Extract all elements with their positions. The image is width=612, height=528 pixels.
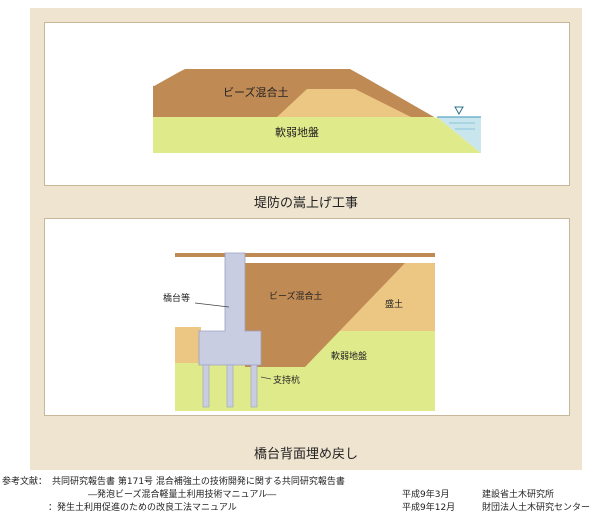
- references: 参考文献： 共同研究報告書 第171号 混合補強土の技術開発に関する共同研究報告…: [2, 476, 608, 515]
- label-abutment: 橋台等: [163, 292, 190, 304]
- caption-embankment: 堤防の嵩上げ工事: [253, 196, 358, 211]
- water-body: [437, 117, 481, 153]
- soft-ground-layer: [153, 117, 481, 153]
- caption-abutment: 橋台背面埋め戻し: [253, 447, 358, 462]
- left-fill: [175, 327, 201, 363]
- ref1-subtitle: ―発泡ビーズ混合軽量土利用技術マニュアル―: [88, 490, 277, 500]
- label-beads-soil: ビーズ混合土: [269, 290, 323, 302]
- support-pile: [250, 364, 258, 408]
- beads-soil-layer: [245, 263, 405, 367]
- label-soft-ground: 軟弱地盤: [331, 350, 367, 362]
- ref2-org: 財団法人土木研究センター: [482, 503, 591, 513]
- abutment-structure: [198, 252, 262, 366]
- label-soft-ground: 軟弱地盤: [275, 125, 319, 139]
- diagram-abutment: 橋台等 ビーズ混合土 盛土 軟弱地盤 支持杭: [163, 252, 435, 411]
- leader-abutment: [194, 302, 230, 308]
- diagram-embankment-frame: ビーズ混合土 軟弱地盤: [44, 22, 570, 186]
- ref1-org: 建設省土木研究所: [482, 490, 555, 500]
- ref1-date: 平成9年3月: [402, 490, 450, 500]
- support-pile: [226, 364, 234, 408]
- label-fill-soil: 盛土: [385, 298, 403, 310]
- diagram-embankment: ビーズ混合土 軟弱地盤: [152, 65, 481, 153]
- water-level-mark-icon: [454, 106, 464, 116]
- diagram-abutment-frame: 橋台等 ビーズ混合土 盛土 軟弱地盤 支持杭: [44, 218, 570, 416]
- ref2-date: 平成9年12月: [402, 503, 456, 513]
- label-support-pile: 支持杭: [273, 374, 300, 386]
- original-embankment: [277, 89, 411, 117]
- ref2-title: ：発生土利用促進のための改良工法マニュアル: [48, 503, 237, 513]
- leader-pile: [260, 376, 272, 380]
- ref-prefix: 参考文献：: [2, 477, 48, 487]
- raised-crest-outline: [152, 65, 438, 119]
- road-surface: [175, 253, 435, 257]
- support-pile: [202, 364, 210, 408]
- ref1-title: 共同研究報告書 第171号 混合補強土の技術開発に関する共同研究報告書: [52, 477, 345, 487]
- label-beads-soil: ビーズ混合土: [223, 85, 288, 99]
